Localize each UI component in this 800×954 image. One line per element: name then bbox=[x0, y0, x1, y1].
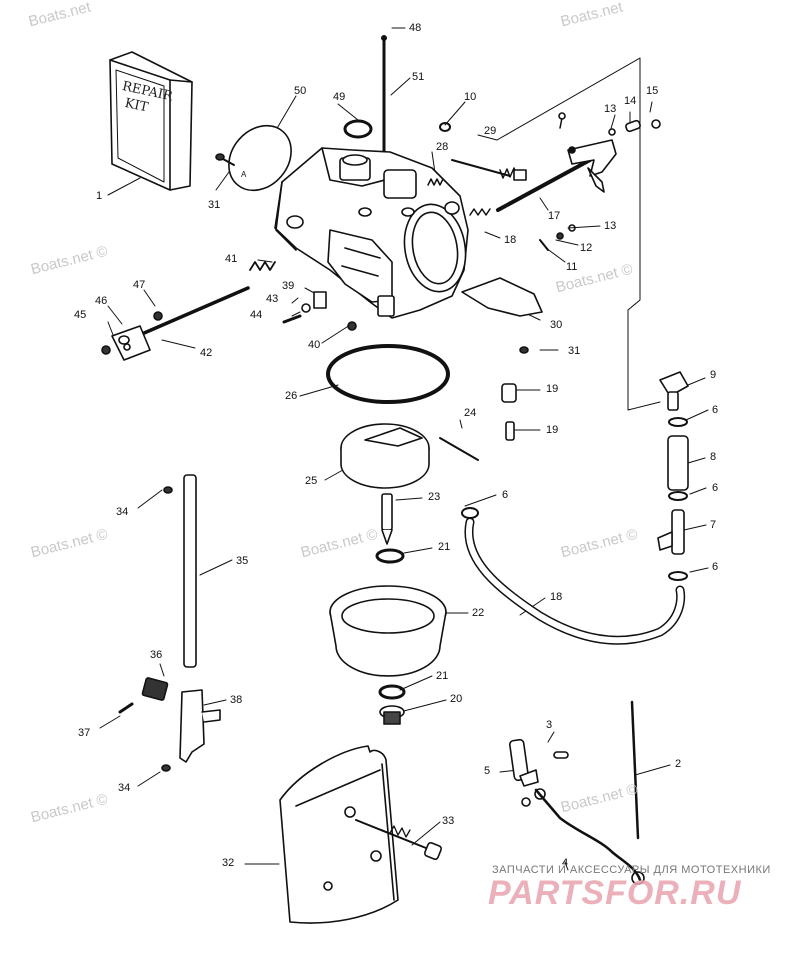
part-label-21: 21 bbox=[436, 670, 449, 682]
part-label-39: 39 bbox=[282, 280, 295, 292]
repair-kit-box bbox=[109, 51, 193, 191]
part-label-7: 7 bbox=[710, 519, 717, 531]
bracket-38 bbox=[179, 689, 221, 763]
part-label-44: 44 bbox=[250, 309, 263, 321]
t-fitting-7 bbox=[657, 509, 685, 555]
part-label-4: 4 bbox=[562, 857, 569, 869]
part-label-18: 18 bbox=[550, 591, 563, 603]
part-label-34: 34 bbox=[118, 782, 131, 794]
part-label-35: 35 bbox=[236, 555, 249, 567]
o-ring-49 bbox=[343, 119, 373, 139]
part-label-38: 38 bbox=[230, 694, 243, 706]
part-label-28: 28 bbox=[436, 141, 449, 153]
part-label-22: 22 bbox=[472, 607, 485, 619]
part-label-11: 11 bbox=[566, 261, 578, 273]
part-label-2: 2 bbox=[675, 758, 682, 770]
fitting-9 bbox=[659, 371, 689, 411]
part-label-23: 23 bbox=[428, 491, 441, 503]
part-label-30: 30 bbox=[550, 319, 563, 331]
part-label-40: 40 bbox=[308, 339, 321, 351]
part-label-12: 12 bbox=[580, 242, 593, 254]
part-label-19: 19 bbox=[546, 383, 559, 395]
part-label-46: 46 bbox=[95, 295, 108, 307]
part-label-18: 18 bbox=[504, 234, 517, 246]
screw-33 bbox=[355, 819, 443, 861]
part-label-19: 19 bbox=[546, 424, 559, 436]
cover-32 bbox=[279, 745, 399, 924]
part-label-24: 24 bbox=[464, 407, 477, 419]
part-label-13: 13 bbox=[604, 220, 617, 232]
screw-29 bbox=[451, 159, 527, 181]
part-label-45: 45 bbox=[74, 309, 87, 321]
seal-ring-26 bbox=[326, 344, 450, 404]
part-label-13: 13 bbox=[604, 103, 617, 115]
part-label-36: 36 bbox=[150, 649, 163, 661]
link-rod-4 bbox=[534, 788, 645, 885]
brand-subtitle: ЗАПЧАСТИ И АКСЕССУАРЫ ДЛЯ МОТОТЕХНИКИ bbox=[492, 864, 771, 876]
diaphragm-50: A bbox=[228, 124, 292, 192]
part-label-29: 29 bbox=[484, 125, 497, 137]
fuel-hose-18 bbox=[464, 517, 686, 645]
part-label-42: 42 bbox=[200, 347, 213, 359]
part-label-6: 6 bbox=[712, 404, 719, 416]
needle-valve-23 bbox=[381, 493, 393, 545]
throttle-shaft-17 bbox=[496, 112, 617, 212]
part-label-31: 31 bbox=[568, 345, 581, 357]
part-label-50: 50 bbox=[294, 85, 307, 97]
drain-plug-20 bbox=[379, 705, 405, 725]
part-label-8: 8 bbox=[710, 451, 717, 463]
rod-35 bbox=[183, 474, 197, 668]
gasket-30 bbox=[461, 277, 543, 317]
part-label-5: 5 bbox=[484, 765, 491, 777]
linkage-14-15 bbox=[608, 119, 661, 136]
spring-28 bbox=[427, 178, 444, 186]
part-label-49: 49 bbox=[333, 91, 346, 103]
part-label-14: 14 bbox=[624, 95, 637, 107]
part-label-34: 34 bbox=[116, 506, 129, 518]
part-label-25: 25 bbox=[305, 475, 318, 487]
part-label-1: 1 bbox=[96, 190, 103, 202]
part-label-47: 47 bbox=[133, 279, 146, 291]
fitting-19 bbox=[501, 383, 517, 441]
part-label-6: 6 bbox=[712, 482, 719, 494]
part-label-31: 31 bbox=[208, 199, 221, 211]
part-label-37: 37 bbox=[78, 727, 91, 739]
part-label-17: 17 bbox=[548, 210, 561, 222]
part-label-51: 51 bbox=[412, 71, 425, 83]
part-label-15: 15 bbox=[646, 85, 659, 97]
screw-31 bbox=[215, 153, 235, 166]
part-label-33: 33 bbox=[442, 815, 455, 827]
part-label-6: 6 bbox=[712, 561, 719, 573]
part-label-21: 21 bbox=[438, 541, 451, 553]
part-label-41: 41 bbox=[225, 253, 238, 265]
float-bowl-22 bbox=[329, 585, 447, 677]
linkage-5 bbox=[509, 738, 569, 807]
carburetor-body bbox=[274, 147, 469, 319]
svg-text:A: A bbox=[241, 170, 247, 179]
part-label-10: 10 bbox=[464, 91, 477, 103]
part-label-6: 6 bbox=[502, 489, 509, 501]
float-25 bbox=[340, 423, 430, 489]
part-label-32: 32 bbox=[222, 857, 235, 869]
brand-logo: PARTSFOR.RU bbox=[488, 874, 742, 912]
part-label-43: 43 bbox=[266, 293, 279, 305]
part-label-9: 9 bbox=[710, 369, 717, 381]
part-label-26: 26 bbox=[285, 390, 298, 402]
part-label-48: 48 bbox=[409, 22, 422, 34]
needle-rod bbox=[380, 34, 387, 162]
part-label-3: 3 bbox=[546, 719, 553, 731]
choke-shaft-42 bbox=[111, 286, 250, 361]
part-label-20: 20 bbox=[450, 693, 463, 705]
